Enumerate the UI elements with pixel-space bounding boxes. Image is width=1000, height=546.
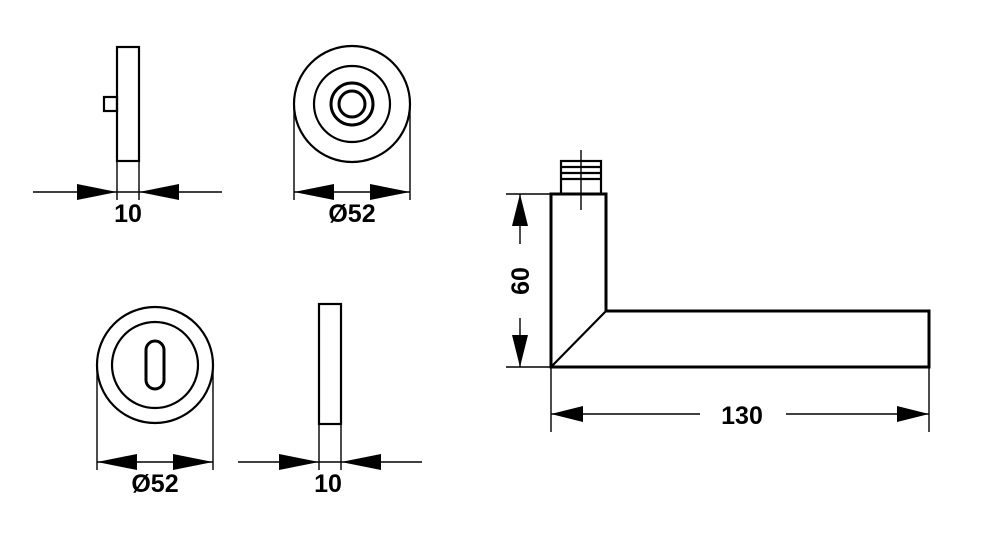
escutcheon-plate-side	[317, 302, 343, 426]
arrowhead-right	[139, 184, 179, 200]
rose-inner-ring-outer	[329, 81, 375, 127]
dimension-label-lever-length: 130	[721, 402, 763, 430]
rose-spindle-stub	[102, 95, 119, 113]
height-arrowhead-top	[512, 194, 528, 226]
escutcheon-inner-circle	[110, 320, 200, 410]
arrowhead-left	[97, 454, 137, 470]
arrowhead-right	[370, 184, 410, 200]
length-arrowhead-right	[897, 406, 929, 422]
length-arrowhead-left	[551, 406, 583, 422]
rose-side-view: 10	[33, 45, 222, 228]
dimension-label-escutcheon-thickness: 10	[314, 470, 342, 498]
dimension-label-lever-height: 60	[507, 267, 535, 295]
rose-outer-circle	[292, 44, 412, 164]
keyhole-slot	[144, 339, 166, 391]
arrowhead-left	[279, 454, 319, 470]
rose-middle-circle	[312, 64, 392, 144]
dimension-label-escutcheon-diameter: Ø52	[131, 470, 178, 498]
escutcheon-side-view: 10	[238, 302, 422, 498]
arrowhead-left	[294, 184, 334, 200]
arrowhead-right	[173, 454, 213, 470]
dimension-label-rose-thickness: 10	[114, 200, 142, 228]
arrowhead-right	[341, 454, 381, 470]
escutcheon-outer-circle	[95, 305, 215, 425]
arrowhead-left	[77, 184, 117, 200]
rose-front-view: Ø52	[292, 44, 412, 228]
lever-miter-line	[550, 310, 607, 368]
lever-handle-view: 60 130	[506, 150, 931, 432]
height-arrowhead-bottom	[512, 335, 528, 367]
rose-inner-ring-inner	[337, 89, 367, 119]
rose-plate-side	[115, 45, 141, 163]
escutcheon-front-view: Ø52	[95, 305, 215, 498]
lever-body-outline	[549, 192, 931, 369]
dimension-label-rose-diameter: Ø52	[328, 200, 375, 228]
